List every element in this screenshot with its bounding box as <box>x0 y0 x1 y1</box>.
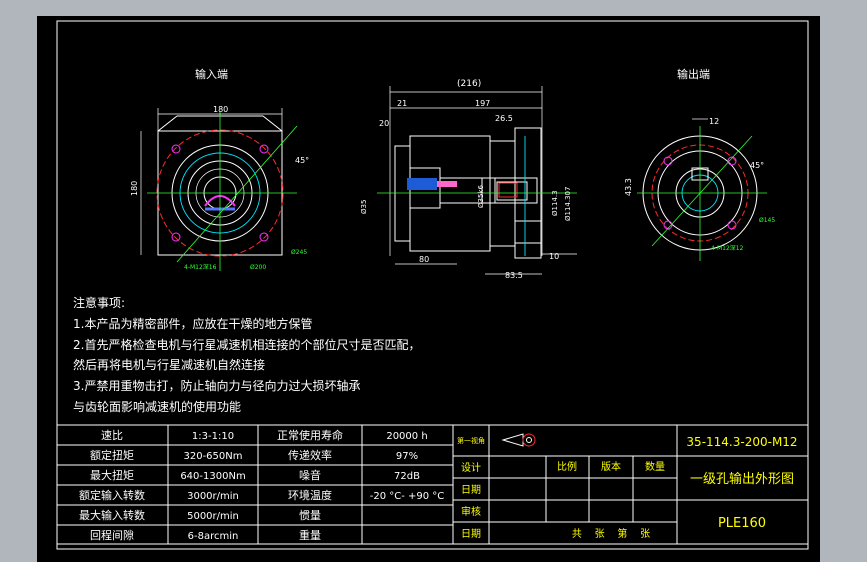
drawing-title: 一级孔输出外形图 <box>690 471 794 487</box>
input-end-label: 输入端 <box>195 67 228 81</box>
spec-r5-c2: 重量 <box>299 528 321 542</box>
sheets-label: 共 张 第 张 <box>572 527 650 540</box>
dim-21: 21 <box>397 99 407 108</box>
date2-label: 日期 <box>461 528 481 540</box>
first-view-label: 第一视角 <box>457 436 485 445</box>
spec-r1-c0: 额定扭矩 <box>90 448 134 462</box>
output-end-view: 输出端 12 45° 43.3 Ø145 4-M12深12 <box>624 67 775 261</box>
input-end-view: 输入端 <box>130 67 309 271</box>
drawing-canvas: 输入端 <box>56 20 809 550</box>
design-label: 设计 <box>461 461 481 474</box>
dim-height: 180 <box>130 181 139 196</box>
drawing-viewport[interactable]: 输入端 <box>37 16 820 562</box>
dim-20: 20 <box>379 119 389 128</box>
quantity-label: 数量 <box>645 460 665 473</box>
dim-10: 10 <box>549 252 559 261</box>
dim-83: 83.5 <box>505 271 523 280</box>
spec-r5-c1: 6-8arcmin <box>188 531 239 542</box>
dim-26: 26.5 <box>495 114 513 123</box>
spec-table: 速比 1:3-1:10 正常使用寿命 20000 h 额定扭矩 320-650N… <box>56 424 454 545</box>
dim-holes: 4-M12深16 <box>184 263 217 271</box>
dim-width: 180 <box>213 105 228 114</box>
notes-title: 注意事项: <box>73 295 125 310</box>
spec-r0-c3: 20000 h <box>386 431 427 442</box>
projection-symbol-icon <box>501 433 536 447</box>
dim-out-43: 43.3 <box>624 178 633 196</box>
spec-r1-c1: 320-650Nm <box>183 451 242 462</box>
note-line-2: 2.首先严格检查电机与行星减速机相连接的个部位尺寸是否匹配， <box>73 337 420 352</box>
side-section-view: (216) 21 197 26.5 20 <box>360 79 577 280</box>
spec-r0-c0: 速比 <box>101 429 123 442</box>
spec-r0-c1: 1:3-1:10 <box>192 431 234 442</box>
dim-197: 197 <box>475 99 490 108</box>
spec-r0-c2: 正常使用寿命 <box>277 428 343 442</box>
dim-out-angle: 45° <box>750 161 764 170</box>
note-line-1: 1.本产品为精密部件，应放在干燥的地方保管 <box>73 316 312 331</box>
spec-r4-c2: 惯量 <box>299 508 321 522</box>
note-line-4: 3.严禁用重物击打，防止轴向力与径向力过大损坏轴承 <box>73 378 360 393</box>
spec-r1-c2: 传递效率 <box>288 448 332 462</box>
dim-flange: Ø114.307 <box>564 187 572 221</box>
drawing-number: 35-114.3-200-M12 <box>686 435 797 449</box>
spec-r4-c0: 最大输入转数 <box>79 508 145 522</box>
spec-r1-c3: 97% <box>396 451 418 462</box>
review-label: 审核 <box>461 505 481 518</box>
title-block: 第一视角 设计 日期 审核 日期 比例 版本 数量 共 张 第 张 35-114… <box>452 424 809 545</box>
dim-out-12: 12 <box>709 117 719 126</box>
scale-label: 比例 <box>557 460 577 473</box>
model-number: PLE160 <box>718 516 766 531</box>
spec-r2-c2: 噪音 <box>299 468 321 482</box>
spec-r2-c0: 最大扭矩 <box>90 468 134 482</box>
dim-pilot: Ø114.3 <box>551 190 559 216</box>
version-label: 版本 <box>601 460 621 473</box>
drawing-border <box>56 20 809 550</box>
note-line-3: 然后再将电机与行星减速机自然连接 <box>73 357 265 372</box>
dim-bore: Ø200 <box>250 264 266 271</box>
dim-shaft: Ø35 <box>360 200 368 214</box>
spec-r4-c1: 5000r/min <box>187 511 239 522</box>
dim-key: Ø35k6 <box>477 185 485 208</box>
dim-angle: 45° <box>295 156 309 165</box>
spec-r3-c3: -20 °C- +90 °C <box>370 491 445 502</box>
spec-r3-c0: 额定输入转数 <box>79 488 145 502</box>
spec-r5-c0: 回程间隙 <box>90 528 134 542</box>
dim-out-holes: 4-M12深12 <box>711 244 744 252</box>
output-end-label: 输出端 <box>677 67 710 81</box>
spec-r3-c1: 3000r/min <box>187 491 239 502</box>
dim-out-pcd: Ø145 <box>759 217 775 224</box>
spec-r2-c3: 72dB <box>394 471 420 482</box>
dim-total: (216) <box>457 79 481 89</box>
dim-80: 80 <box>419 255 429 264</box>
date-label: 日期 <box>461 484 481 496</box>
notes-block: 注意事项: 1.本产品为精密部件，应放在干燥的地方保管 2.首先严格检查电机与行… <box>73 295 420 414</box>
spec-r2-c1: 640-1300Nm <box>180 471 245 482</box>
note-line-5: 与齿轮面影响减速机的使用功能 <box>73 399 241 414</box>
dim-pcd: Ø245 <box>291 249 307 256</box>
spec-r3-c2: 环境温度 <box>288 488 332 502</box>
